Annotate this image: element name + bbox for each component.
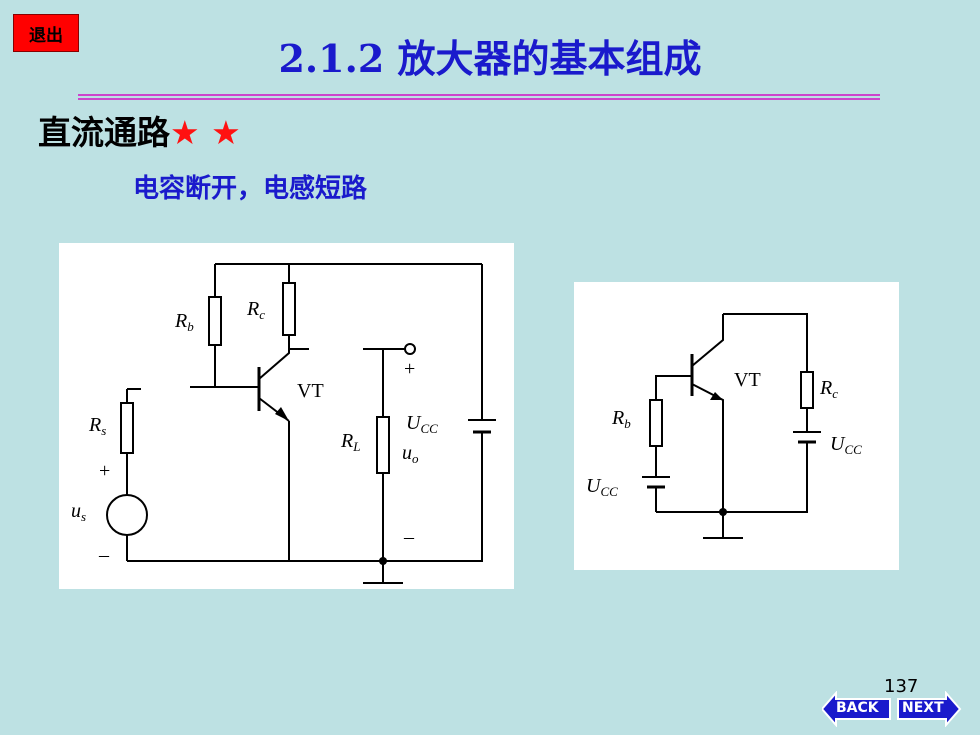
- input-minus-label: –: [98, 544, 110, 566]
- rc-resistor: [282, 282, 296, 336]
- input-plus-label: +: [99, 460, 110, 482]
- rc-label-b: Rc: [819, 377, 838, 401]
- page-title: 2.1.2 放大器的基本组成: [278, 36, 702, 81]
- circuit-diagram-full: Rb Rc VT Rs + us – RL + UCC uo –: [59, 243, 514, 589]
- rl-resistor: [376, 416, 390, 474]
- subtitle-text: 电容断开，电感短路: [133, 174, 368, 204]
- vt-label-b: VT: [734, 369, 761, 391]
- importance-stars: ★ ★: [170, 113, 241, 152]
- next-button[interactable]: NEXT: [896, 691, 966, 727]
- section-heading: 直流通路★ ★: [38, 106, 241, 154]
- page-number: 137: [884, 676, 919, 697]
- rb-label: Rb: [174, 310, 194, 334]
- voltage-source: [106, 494, 148, 536]
- back-button[interactable]: BACK: [822, 691, 892, 727]
- circuit-diagram-dc-path: VT Rc UCC Rb UCC: [574, 282, 899, 570]
- rs-resistor: [120, 402, 134, 454]
- uo-label: uo: [402, 442, 419, 466]
- back-label: BACK: [836, 700, 879, 716]
- rb-resistor-b: [649, 399, 663, 447]
- rs-label: Rs: [88, 414, 106, 438]
- exit-button[interactable]: 退出: [13, 14, 79, 52]
- rb-label-b: Rb: [611, 407, 631, 431]
- output-minus-label: –: [403, 526, 415, 548]
- title-underline: [78, 94, 880, 100]
- next-arrow-icon: [897, 691, 962, 727]
- rb-resistor: [208, 296, 222, 346]
- vt-label: VT: [297, 380, 324, 402]
- us-label: us: [71, 500, 86, 524]
- back-arrow-icon: [822, 691, 891, 727]
- rc-resistor-b: [800, 371, 814, 409]
- rl-label: RL: [340, 430, 360, 454]
- section-heading-label: 直流通路: [38, 113, 170, 152]
- ucc-label-b-left: UCC: [586, 475, 618, 499]
- ucc-label: UCC: [406, 412, 438, 436]
- ucc-label-b-right: UCC: [830, 433, 862, 457]
- next-label: NEXT: [902, 700, 944, 716]
- rc-label: Rc: [246, 298, 265, 322]
- output-plus-label: +: [404, 358, 415, 380]
